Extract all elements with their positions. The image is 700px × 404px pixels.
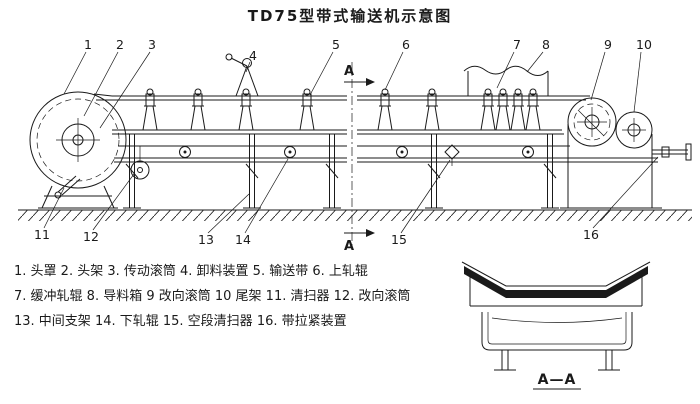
tripper-device (225, 53, 259, 97)
section-trough-frame (469, 274, 643, 307)
callout-13: 13 (198, 232, 214, 247)
diagram-title: TD75型带式输送机示意图 (248, 7, 453, 25)
head-cover (29, 91, 127, 189)
section-mark-bottom-label: A (344, 239, 354, 254)
callout-4: 4 (249, 48, 257, 63)
head-assembly (29, 91, 150, 209)
callout-16: 16 (583, 227, 599, 242)
section-view: A—A (461, 261, 651, 390)
legend-line-2: 7. 缓冲轧辊 8. 导料箱 9 改向滚筒 10 尾架 11. 清扫器 12. … (14, 288, 410, 304)
section-mark-top-label: A (344, 64, 354, 79)
callout-15: 15 (391, 232, 407, 247)
return-rollers (179, 146, 534, 158)
callout-14: 14 (235, 232, 251, 247)
belt-cleaner (54, 175, 81, 199)
tail-pulley-2 (615, 111, 653, 149)
tail-assembly (560, 97, 692, 209)
callout-10: 10 (636, 37, 652, 52)
legend-line-1: 1. 头罩 2. 头架 3. 传动滚筒 4. 卸料装置 5. 输送带 6. 上轧… (14, 263, 368, 279)
callout-1: 1 (84, 37, 92, 52)
callout-8: 8 (542, 37, 550, 52)
upper-idlers (142, 88, 440, 131)
head-frame (38, 185, 118, 209)
callout-11: 11 (34, 227, 50, 242)
callout-2: 2 (116, 37, 124, 52)
section-mark-top: A (344, 64, 375, 86)
section-mark-bottom: A (344, 229, 375, 254)
callout-5: 5 (332, 37, 340, 52)
ground-hatch (18, 210, 692, 221)
section-view-label: A—A (538, 372, 577, 388)
section-belt-edge (461, 261, 651, 287)
legend: 1. 头罩 2. 头架 3. 传动滚筒 4. 卸料装置 5. 输送带 6. 上轧… (14, 263, 410, 329)
empty-section-cleaner (444, 144, 460, 166)
buffer-idlers (480, 88, 541, 131)
section-return-tray (481, 312, 633, 351)
tail-pulley-1 (567, 97, 617, 147)
legend-line-3: 13. 中间支架 14. 下轧辊 15. 空段清扫器 16. 带拉紧装置 (14, 314, 347, 329)
callout-6: 6 (402, 37, 410, 52)
main-elevation-view: A A 1 2 (18, 37, 692, 254)
bottom-stringer (114, 157, 658, 163)
callout-3: 3 (148, 37, 156, 52)
section-trough-belt (464, 266, 648, 298)
leader-lines (43, 51, 659, 234)
callout-7: 7 (513, 37, 521, 52)
support-legs (122, 133, 560, 209)
conveyor-belt-top (112, 95, 590, 101)
top-stringer (112, 129, 564, 135)
section-legs (494, 350, 620, 371)
callout-9: 9 (604, 37, 612, 52)
guide-chute (461, 65, 555, 97)
callout-12: 12 (83, 229, 99, 244)
take-up-device (652, 143, 692, 161)
